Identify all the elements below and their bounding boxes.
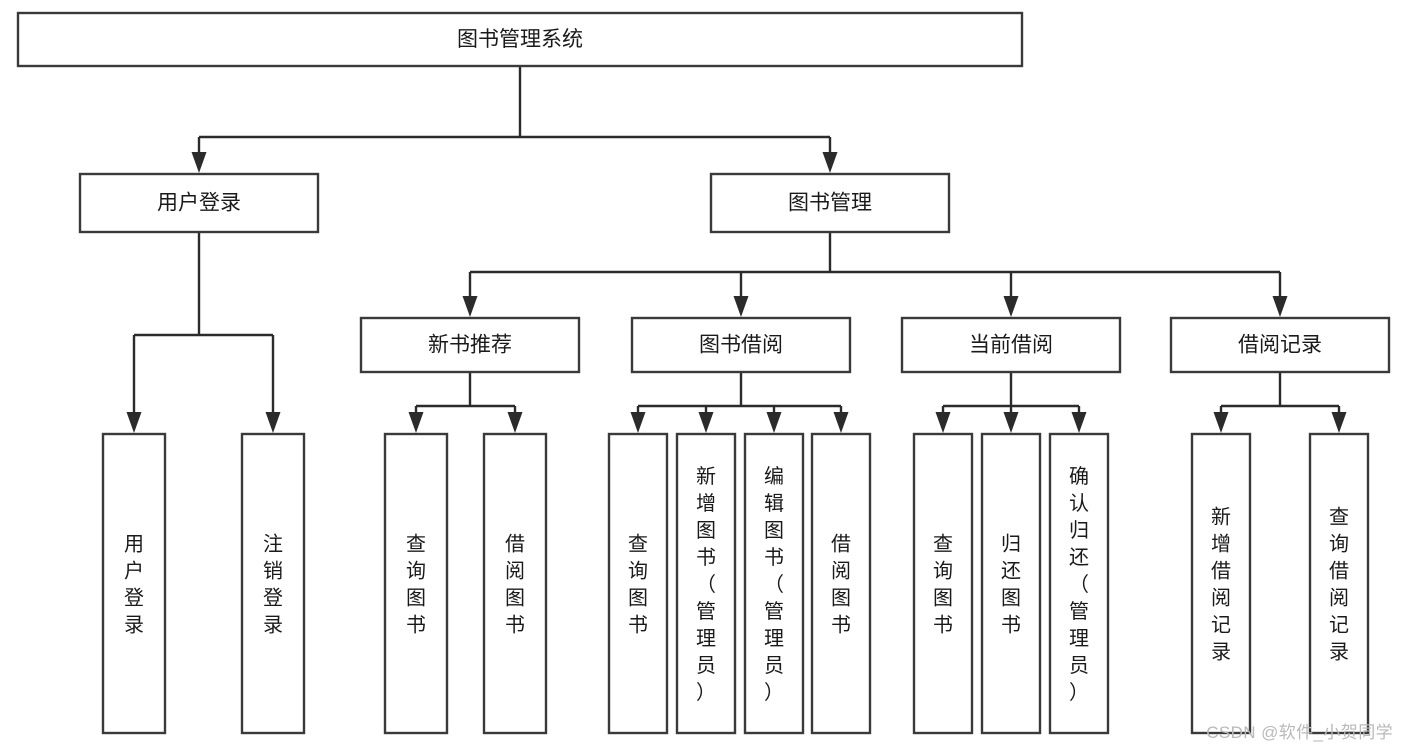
node-leaf-query-book-3[interactable]: 查询图书 [912,432,974,735]
node-label: 注销登录 [263,533,283,637]
node-box [240,432,306,735]
arrow-head-icon [935,412,951,433]
node-box [1190,432,1252,735]
arrow-head-icon [462,296,478,317]
node-leaf-borrow-book-2[interactable]: 借阅图书 [810,432,872,735]
node-leaf-add-record[interactable]: 新增借阅记录 [1190,432,1252,735]
connector-group-user-login [126,232,281,433]
node-box [1308,432,1370,735]
node-user-login[interactable]: 用户登录 [78,172,320,234]
node-leaf-borrow-book-1[interactable]: 借阅图书 [482,432,548,735]
node-box [78,172,320,234]
node-label: 用户登录 [157,192,241,215]
arrow-head-icon [822,152,838,173]
node-box [101,432,167,735]
node-box [383,432,449,735]
node-label: 查询图书 [628,533,648,637]
arrow-head-icon [733,296,749,317]
node-box [1048,432,1110,735]
node-borrow-record[interactable]: 借阅记录 [1169,316,1391,374]
node-box [359,316,581,374]
node-book-borrow[interactable]: 图书借阅 [630,316,852,374]
arrow-head-icon [1003,412,1019,433]
node-box [482,432,548,735]
node-current-borrow[interactable]: 当前借阅 [900,316,1122,374]
node-label: 当前借阅 [969,334,1053,357]
connector-group-current-borrow [935,372,1087,433]
node-label: 查询图书 [933,533,953,637]
connector-group-book-borrow [630,372,849,433]
node-label: 确认归还（管理员） [1069,465,1089,704]
node-leaf-query-book-1[interactable]: 查询图书 [383,432,449,735]
arrow-head-icon [1331,412,1347,433]
node-leaf-add-book[interactable]: 新增图书（管理员） [675,432,737,735]
arrow-head-icon [766,412,782,433]
node-leaf-query-record[interactable]: 查询借阅记录 [1308,432,1370,735]
node-box [607,432,669,735]
node-book-manage[interactable]: 图书管理 [709,172,951,234]
node-label: 编辑图书（管理员） [764,465,784,704]
node-label: 图书借阅 [699,334,783,357]
watermark-text: CSDN @软件_小贺同学 [1206,723,1393,742]
node-label: 归还图书 [1001,533,1021,637]
node-layer: 图书管理系统用户登录图书管理新书推荐图书借阅当前借阅借阅记录用户登录注销登录查询… [16,11,1391,735]
node-new-book-rec[interactable]: 新书推荐 [359,316,581,374]
connector-layer [126,66,1347,433]
node-box [709,172,951,234]
node-label: 查询借阅记录 [1329,506,1349,664]
arrow-head-icon [1272,296,1288,317]
node-box [1169,316,1391,374]
arrow-head-icon [1213,412,1229,433]
node-box [675,432,737,735]
arrow-head-icon [833,412,849,433]
arrow-head-icon [1003,296,1019,317]
node-box [810,432,872,735]
arrow-head-icon [126,412,142,433]
arrow-head-icon [408,412,424,433]
node-box [900,316,1122,374]
connector-group-root [191,66,838,173]
node-label: 借阅记录 [1238,334,1322,357]
arrow-head-icon [630,412,646,433]
node-label: 借阅图书 [831,533,851,637]
node-leaf-edit-book[interactable]: 编辑图书（管理员） [743,432,805,735]
node-box [743,432,805,735]
connector-group-new-book-rec [408,372,523,433]
node-box [630,316,852,374]
node-label: 图书管理 [788,192,872,215]
node-leaf-user-login[interactable]: 用户登录 [101,432,167,735]
node-box [912,432,974,735]
node-label: 借阅图书 [505,533,525,637]
node-label: 用户登录 [124,534,144,637]
node-leaf-confirm-return[interactable]: 确认归还（管理员） [1048,432,1110,735]
arrow-head-icon [265,412,281,433]
node-leaf-logout[interactable]: 注销登录 [240,432,306,735]
node-box [16,11,1024,68]
node-label: 新书推荐 [428,334,512,357]
node-leaf-return-book[interactable]: 归还图书 [980,432,1042,735]
arrow-head-icon [698,412,714,433]
node-label: 新增借阅记录 [1211,506,1231,664]
arrow-head-icon [1071,412,1087,433]
arrow-head-icon [191,152,207,173]
arrow-head-icon [507,412,523,433]
node-box [980,432,1042,735]
connector-group-book-manage [462,232,1288,317]
node-root[interactable]: 图书管理系统 [16,11,1024,68]
node-label: 查询图书 [406,533,426,637]
node-leaf-query-book-2[interactable]: 查询图书 [607,432,669,735]
node-label: 图书管理系统 [457,28,583,51]
node-label: 新增图书（管理员） [696,465,716,704]
connector-group-borrow-record [1213,372,1347,433]
